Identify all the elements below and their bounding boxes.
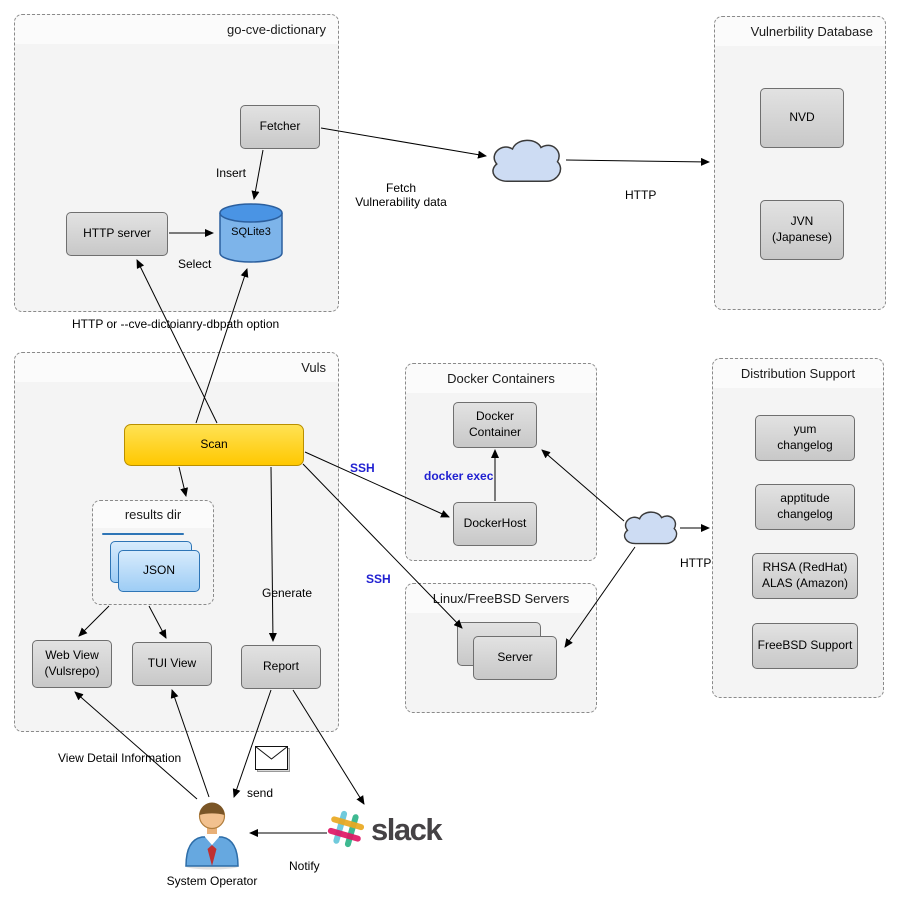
- group-distribution-support-title: Distribution Support: [713, 359, 883, 388]
- fetcher-node: Fetcher: [240, 105, 320, 149]
- group-docker-containers-title: Docker Containers: [406, 364, 596, 393]
- yum-changelog-node: yum changelog: [755, 415, 855, 461]
- dbpath-option-label: HTTP or --cve-dictoianry-dbpath option: [72, 317, 280, 331]
- http-label-top: HTTP: [625, 188, 657, 202]
- insert-label: Insert: [216, 166, 247, 180]
- aptitude-changelog-node: apptitude changelog: [755, 484, 855, 530]
- slack-wordmark: slack: [371, 811, 443, 847]
- group-vuls-title: Vuls: [15, 353, 338, 382]
- ssh-label-linux: SSH: [366, 572, 391, 586]
- system-operator-label: System Operator: [166, 874, 258, 888]
- docker-exec-label: docker exec: [424, 469, 494, 483]
- report-node: Report: [241, 645, 321, 689]
- group-go-cve-dictionary-title: go-cve-dictionary: [15, 15, 338, 44]
- json-file-front: JSON: [118, 550, 200, 592]
- view-detail-information-label: View Detail Information: [58, 751, 182, 765]
- freebsd-support-node: FreeBSD Support: [752, 623, 858, 669]
- sqlite-cylinder-icon: SQLite3: [218, 202, 284, 266]
- generate-label: Generate: [262, 586, 313, 600]
- group-linux-freebsd-servers-title: Linux/FreeBSD Servers: [406, 584, 596, 613]
- web-view-node: Web View (Vulsrepo): [32, 640, 112, 688]
- internet-cloud-icon: [487, 134, 565, 188]
- tui-view-node: TUI View: [132, 642, 212, 686]
- notify-label: Notify: [289, 859, 320, 873]
- sqlite-label: SQLite3: [231, 226, 271, 238]
- slack-logo: slack: [326, 806, 456, 852]
- http-server-node: HTTP server: [66, 212, 168, 256]
- group-results-dir-title: results dir: [93, 501, 213, 528]
- internet-cloud-icon-2: [620, 503, 680, 553]
- rhsa-alas-node: RHSA (RedHat) ALAS (Amazon): [752, 553, 858, 599]
- slack-hash-icon: [327, 810, 365, 848]
- select-label: Select: [178, 257, 212, 271]
- system-operator-icon: [180, 794, 244, 870]
- arrow-fetcher-cloud: [320, 127, 487, 159]
- group-go-cve-dictionary: go-cve-dictionary: [14, 14, 339, 312]
- group-vulnerability-database-title: Vulnerbility Database: [715, 17, 885, 46]
- arrow-cloud-vulndb: [565, 157, 710, 166]
- server-node-front: Server: [473, 636, 557, 680]
- json-file-back: [102, 533, 184, 535]
- jvn-node: JVN (Japanese): [760, 200, 844, 260]
- group-vulnerability-database: Vulnerbility Database: [714, 16, 886, 310]
- docker-host-node: DockerHost: [453, 502, 537, 546]
- fetch-vulnerability-data-label: Fetch Vulnerability data: [355, 181, 447, 209]
- scan-node: Scan: [124, 424, 304, 466]
- http-label-right: HTTP: [680, 556, 712, 570]
- docker-container-node: Docker Container: [453, 402, 537, 448]
- ssh-label-docker: SSH: [350, 461, 375, 475]
- mail-icon: [254, 744, 292, 774]
- send-label: send: [247, 786, 274, 800]
- nvd-node: NVD: [760, 88, 844, 148]
